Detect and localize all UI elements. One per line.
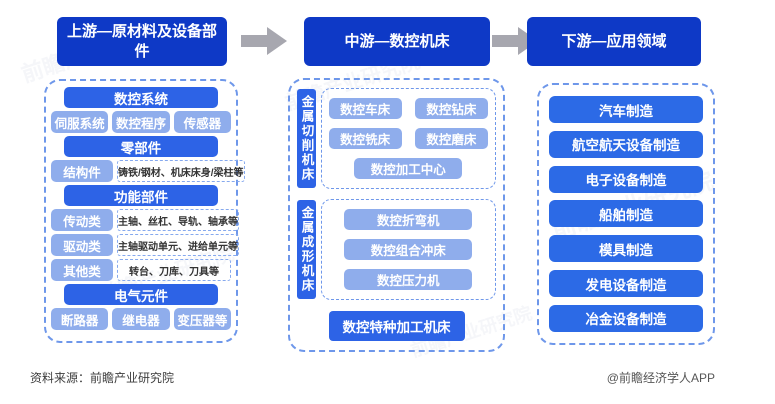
item-automobile: 汽车制造 [549, 96, 703, 123]
metal-forming-items: 数控折弯机 数控组合冲床 数控压力机 [320, 199, 496, 300]
item-electronics: 电子设备制造 [549, 165, 703, 193]
item-cnc-milling: 数控铣床 [328, 128, 402, 149]
cnc-system-items: 伺服系统 数控程序 传感器 [51, 111, 231, 133]
midstream-header: 中游—数控机床 [304, 17, 490, 66]
special-machine-box: 数控特种加工机床 [328, 311, 465, 341]
section-title-cnc-system: 数控系统 [64, 87, 218, 108]
credit-note: @前瞻经济学人APP [606, 371, 715, 385]
desc-drive: 主轴驱动单元、进给单元等 [117, 234, 239, 256]
metal-forming-label: 金属成形机床 [297, 200, 316, 299]
section-title-parts: 零部件 [64, 136, 218, 157]
item-power-equipment: 发电设备制造 [549, 270, 703, 298]
label-structural: 结构件 [51, 160, 113, 182]
item-cnc-drilling: 数控钻床 [414, 98, 488, 119]
item-cnc-program: 数控程序 [112, 111, 170, 133]
section-title-functional-parts: 功能部件 [64, 185, 218, 206]
item-metallurgy: 冶金设备制造 [549, 304, 703, 332]
item-mold: 模具制造 [549, 235, 703, 263]
item-cnc-press: 数控压力机 [344, 269, 473, 290]
label-transmission: 传动类 [51, 209, 113, 231]
midstream-panel: 金属切削机床 数控车床 数控钻床 数控铣床 数控磨床 数控加工中心 金属成形机床… [288, 78, 505, 352]
item-cnc-lathe: 数控车床 [328, 98, 402, 119]
label-other: 其他类 [51, 259, 113, 281]
item-circuit-breaker: 断路器 [51, 308, 109, 330]
item-cnc-bending: 数控折弯机 [344, 209, 473, 230]
desc-structural: 铸铁/钢材、机床床身/梁柱等 [117, 160, 245, 182]
right-arrow-icon [492, 27, 538, 55]
source-note: 资料来源：前瞻产业研究院 [30, 371, 175, 385]
metal-forming-group: 金属成形机床 数控折弯机 数控组合冲床 数控压力机 [297, 199, 496, 300]
item-aerospace: 航空航天设备制造 [549, 130, 703, 158]
downstream-header: 下游—应用领域 [527, 17, 701, 66]
metal-cutting-group: 金属切削机床 数控车床 数控钻床 数控铣床 数控磨床 数控加工中心 [297, 88, 496, 189]
item-transformer: 变压器等 [173, 308, 231, 330]
upstream-panel: 数控系统 伺服系统 数控程序 传感器 零部件 结构件 铸铁/钢材、机床床身/梁柱… [44, 79, 245, 343]
downstream-panel: 汽车制造 航空航天设备制造 电子设备制造 船舶制造 模具制造 发电设备制造 冶金… [537, 83, 715, 345]
metal-cutting-items: 数控车床 数控钻床 数控铣床 数控磨床 数控加工中心 [320, 88, 496, 189]
item-machining-center: 数控加工中心 [354, 158, 463, 179]
metal-cutting-label: 金属切削机床 [297, 89, 316, 188]
section-title-electrical: 电气元件 [64, 284, 218, 305]
parts-row: 结构件 铸铁/钢材、机床床身/梁柱等 [51, 160, 245, 182]
desc-transmission: 主轴、丝杠、导轨、轴承等 [117, 209, 239, 231]
right-arrow-icon [241, 27, 287, 55]
item-cnc-grinding: 数控磨床 [414, 128, 488, 149]
functional-row-other: 其他类 转台、刀库、刀具等 [51, 259, 231, 281]
functional-row-transmission: 传动类 主轴、丝杠、导轨、轴承等 [51, 209, 239, 231]
upstream-header: 上游—原材料及设备部件 [57, 17, 227, 66]
item-relay: 继电器 [112, 308, 170, 330]
functional-row-drive: 驱动类 主轴驱动单元、进给单元等 [51, 234, 239, 256]
item-servo-system: 伺服系统 [51, 111, 109, 133]
desc-other: 转台、刀库、刀具等 [117, 259, 231, 281]
item-cnc-combined-punch: 数控组合冲床 [344, 239, 473, 260]
electrical-items: 断路器 继电器 变压器等 [51, 308, 231, 330]
item-shipbuilding: 船舶制造 [549, 200, 703, 228]
label-drive: 驱动类 [51, 234, 113, 256]
item-sensor: 传感器 [173, 111, 231, 133]
